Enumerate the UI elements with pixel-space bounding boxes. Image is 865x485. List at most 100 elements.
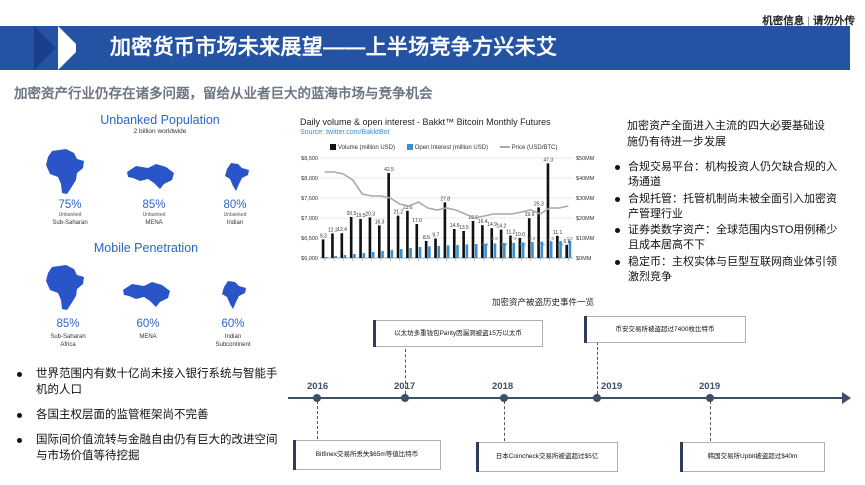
volume-data-label: 9.3 [320,233,327,239]
unbanked-pct-india: 80% [223,199,247,211]
confidential-notice: 机密信息|请勿外传 [762,13,855,28]
volume-data-label: 16.3 [375,219,385,225]
timeline-stem [317,401,318,439]
volume-bar [565,244,569,258]
volume-bar [424,241,428,258]
legend-swatch-price [499,146,510,148]
unbanked-region-mena: MENA [145,220,163,226]
list-item: 合规交易平台：机构投资人仍欠缺合规的入场通道 [612,160,844,190]
chevron-decoration-icon [58,26,80,70]
open-interest-bar [540,241,544,258]
volume-bar [499,229,503,258]
y-tick-label-right: $0MM [576,256,592,262]
volume-bar [415,224,419,258]
y-tick-label-right: $20MM [576,216,595,222]
volume-bar [537,207,540,258]
open-interest-bar [418,247,422,258]
unbanked-pct-africa: 75% [58,199,82,211]
slide-subtitle: 加密资产行业仍存在诸多问题，留给从业者巨大的蓝海市场与竞争机会 [14,86,433,101]
volume-bar [359,219,362,258]
chevron-decoration-icon [34,26,56,70]
bullet-icon [615,260,620,266]
event-text: 币安交易所被盗超过7400枚比特币 [615,325,715,333]
timeline-dot [706,394,714,402]
volume-data-label: 19.9 [525,212,535,218]
y-tick-label-right: $10MM [576,236,595,242]
bullet-text: 各国主权层面的监管框架尚不完善 [36,409,209,422]
timeline-year: 2018 [492,381,514,392]
volume-bar [349,217,353,258]
bullet-icon [17,372,22,377]
volume-bar [377,225,381,258]
oi-data-label: 8.8 [520,242,527,247]
open-interest-bar [437,246,441,258]
legend-label-price: Price (USD/BTC) [511,144,558,151]
confidential-label: 机密信息 [762,15,805,27]
oi-data-label: 7.9 [557,242,564,247]
volume-bar [527,218,531,258]
oi-data-label: 7.8 [538,242,545,247]
y-tick-label-right: $50MM [576,156,595,162]
timeline-event-card: 以太坊多重钱包Parity因漏洞被盗15万以太币 [373,320,543,347]
timeline-year: 2017 [394,381,416,392]
unbanked-label-india: Unbanked [223,212,247,218]
volume-data-label: 20.5 [347,211,357,217]
chart-title: Daily volume & open interest - Bakkt™ Bi… [300,117,551,127]
volume-bar [509,235,512,258]
mena-map-icon [127,164,174,189]
unbanked-region-india: Indian [226,220,244,226]
volume-bar [471,221,475,258]
bullet-text: 合规托管：托管机制尚未被全面引入加密资产管理行业 [628,192,837,220]
volume-data-label: 47.3 [543,157,553,163]
open-interest-bar [474,244,478,258]
title-bar [0,26,850,70]
timeline-year: 2016 [307,381,329,392]
open-interest-bar [381,251,384,258]
list-item: 各国主权层面的监管框架尚不完善 [14,407,284,423]
timeline-stem [710,401,711,441]
bullet-icon [615,228,620,234]
oi-data-label: 7.9 [510,236,517,241]
volume-bar [368,217,372,258]
mobile-pct-africa: 85% [56,318,80,330]
volume-bar [340,233,344,258]
volume-data-label: 42.5 [384,167,394,173]
volume-data-label: 11.2 [506,230,516,236]
oi-data-label: 9.8 [482,242,489,247]
chart-source-link[interactable]: Source: twitter.com/BakktBot [300,129,390,136]
timeline-event-card: Bitfinex交易所丢失$65m等值比特币 [293,440,441,470]
chevron-decoration-icon [76,26,98,70]
chart-legend: Volume (million USD) Open Interest (mill… [330,144,567,151]
mobile-region-mena-line1: MENA [139,334,157,340]
open-interest-bar [334,256,337,258]
africa-map-icon [46,265,84,310]
timeline-stem [504,401,505,441]
volume-data-label: 12.4 [337,227,347,233]
volume-data-label: 8.5 [423,235,430,241]
mobile-region-india: Indian Subcontinent [198,334,268,349]
timeline-arrow-icon [842,392,851,404]
y-tick-label-left: $7,000 [301,216,318,222]
open-interest-bar [549,241,553,258]
timeline-stem [405,349,406,394]
confidential-note: 请勿外传 [813,15,855,27]
volume-data-label: 27.8 [440,196,450,202]
volume-bar [321,239,325,258]
timeline-event-card: 日本Coincheck交易所被盗超过$5亿 [476,442,618,472]
volume-data-label: 21.2 [393,210,403,216]
legend-swatch-volume [330,144,336,150]
mobile-region-india-line2: Subcontinent [215,341,251,348]
timeline-dot [313,394,321,402]
slide-title: 加密货币市场未来展望——上半场竞争方兴未艾 [110,36,558,59]
bullet-icon [17,413,22,419]
price-line [324,171,569,219]
mobile-region-africa-line1: Sub-Saharan [50,334,86,340]
list-item: 世界范围内有数十亿尚未接入银行系统与智能手机的人口 [14,366,284,398]
bullet-text: 证券类数字资产：全球范围内STO用例稀少且成本居高不下 [628,224,838,252]
volume-bar [481,225,484,258]
legend-item-oi: Open Interest (million USD) [406,144,488,151]
open-interest-bar [390,250,394,258]
volume-data-label: 17.0 [412,218,422,224]
open-interest-bar [371,252,375,258]
bullet-text: 合规交易平台：机构投资人仍欠缺合规的入场通道 [628,161,837,188]
